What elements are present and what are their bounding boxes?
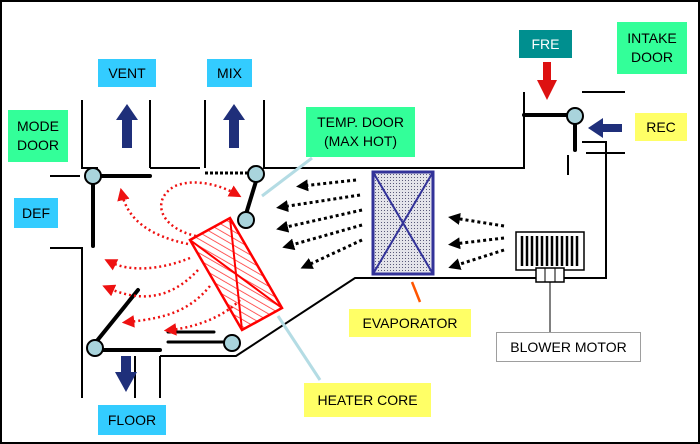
evaporator-label: EVAPORATOR — [349, 309, 471, 337]
vent-label: VENT — [98, 59, 156, 87]
intake-door-label: INTAKE DOOR — [617, 22, 687, 74]
up-arrow-icon — [223, 104, 245, 148]
evaporator-callout — [410, 281, 422, 303]
doors — [91, 113, 577, 352]
blower-motor-label: BLOWER MOTOR — [496, 332, 641, 362]
pivot-icon — [84, 107, 584, 357]
cold-airflow-arrows — [276, 178, 505, 270]
blower-fan — [515, 231, 585, 283]
callout-lines — [261, 156, 322, 381]
hot-airflow-arrows — [102, 181, 242, 336]
fresh-air-arrow-icon — [537, 62, 557, 100]
left-arrow-icon — [588, 118, 622, 138]
fre-label: FRE — [519, 30, 572, 58]
mix-label: MIX — [207, 59, 252, 87]
def-label: DEF — [14, 198, 58, 228]
rec-label: REC — [635, 113, 687, 141]
heater-core-label: HEATER CORE — [304, 383, 431, 417]
up-arrow-icon — [116, 104, 138, 148]
mode-door-label: MODE DOOR — [8, 110, 68, 162]
down-arrow-icon — [115, 356, 137, 392]
evaporator-core — [371, 170, 435, 276]
temp-door-label: TEMP. DOOR (MAX HOT) — [306, 107, 415, 157]
floor-label: FLOOR — [98, 405, 166, 435]
heater-core — [188, 216, 284, 332]
